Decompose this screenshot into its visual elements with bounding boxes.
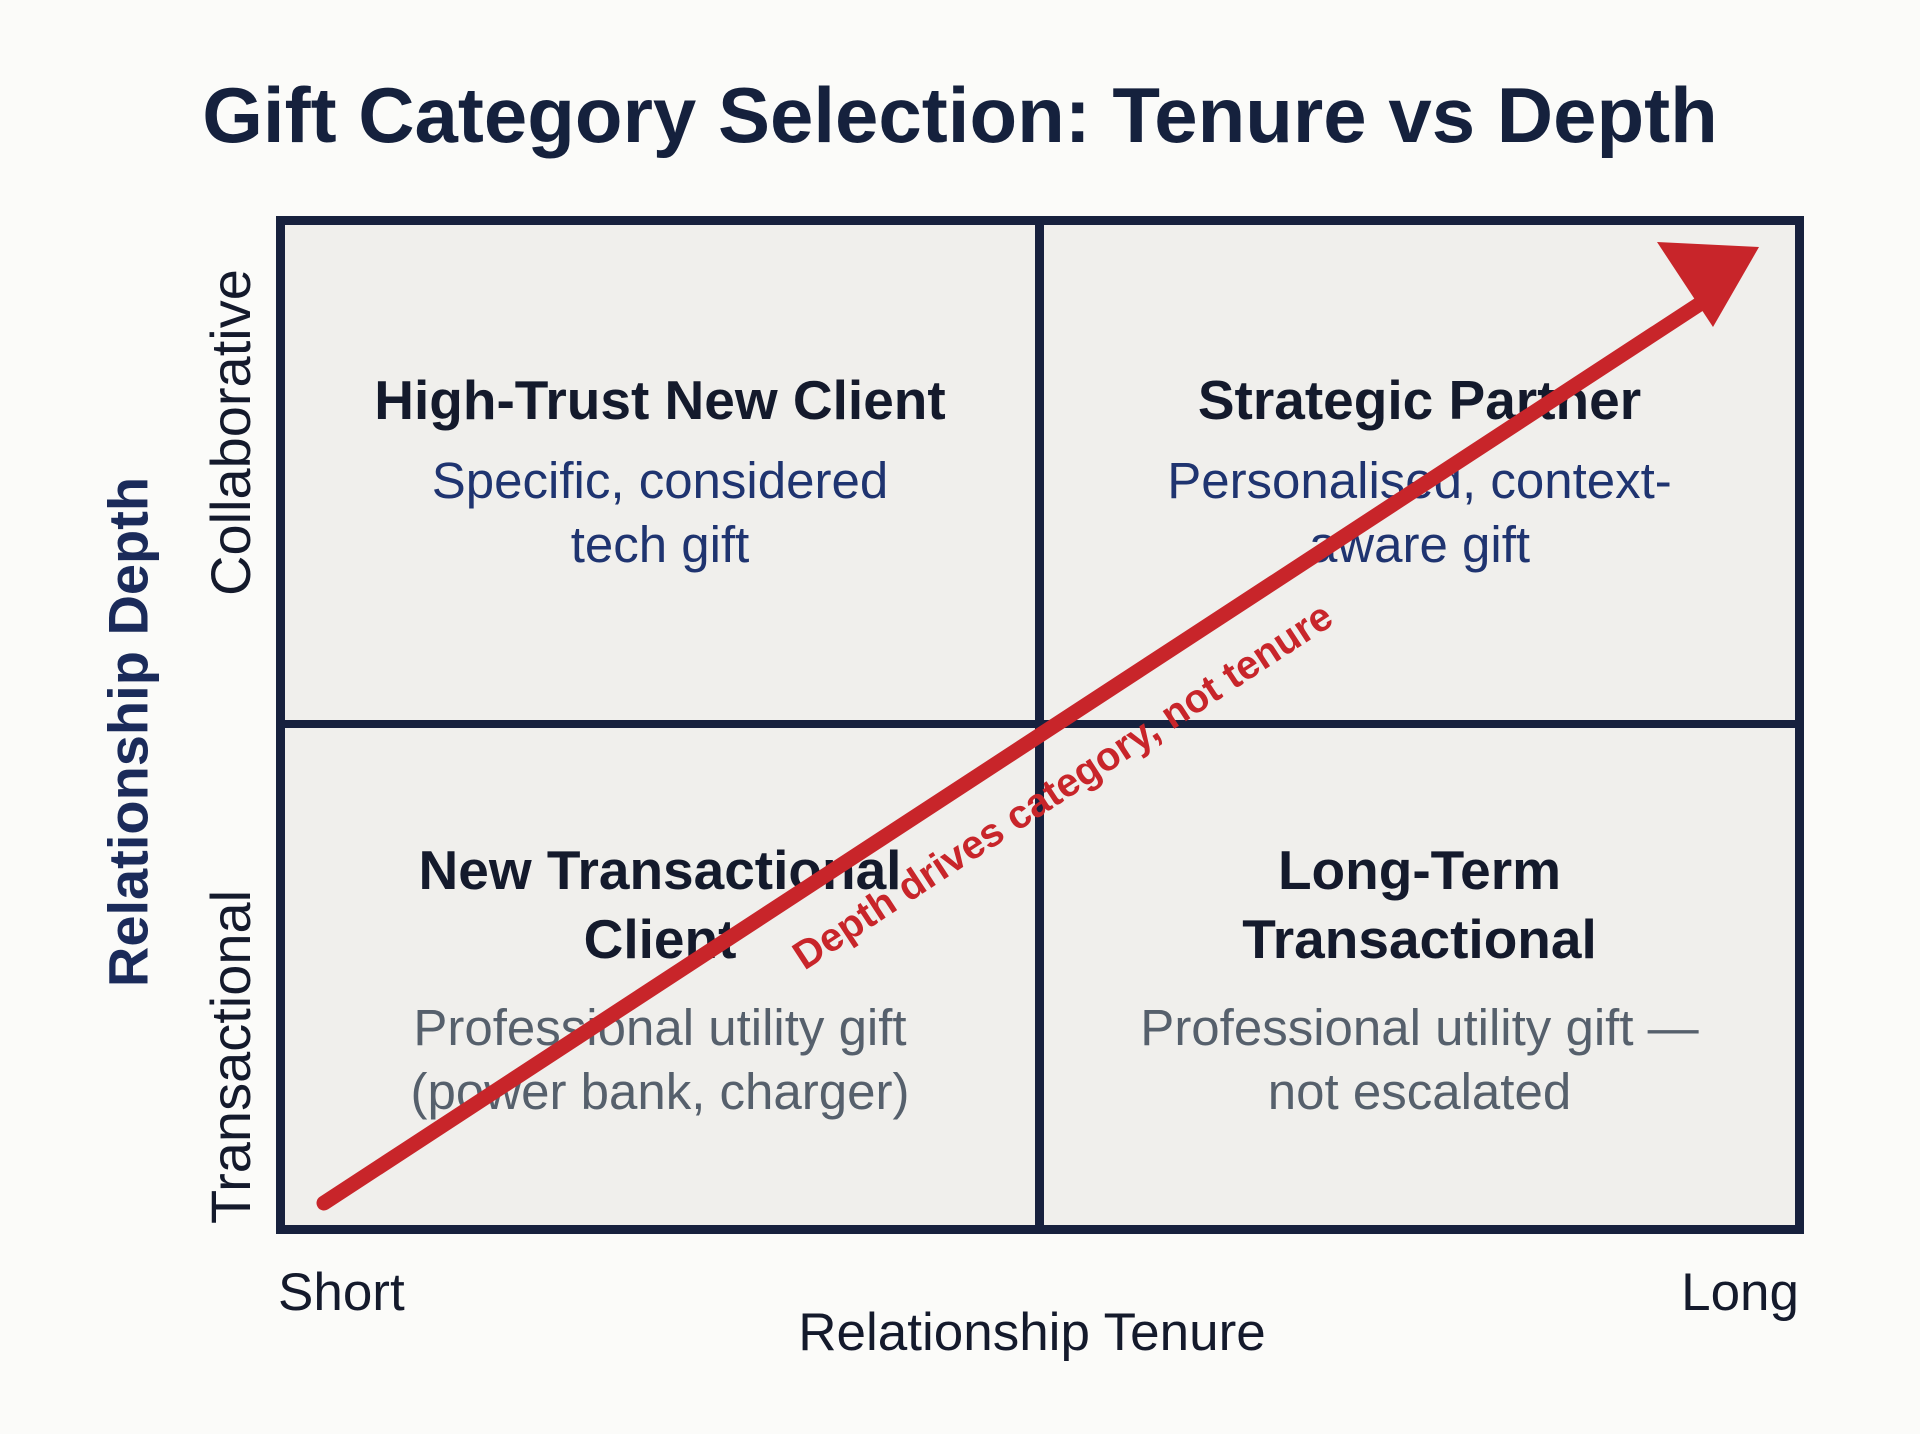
quadrant-title: Strategic Partner xyxy=(1197,369,1642,431)
trend-arrow-shaft xyxy=(316,284,1726,1211)
description-line: not escalated xyxy=(1267,1063,1572,1120)
title-line: Client xyxy=(583,908,737,970)
trend-arrow-label: Depth drives category, not tenure xyxy=(785,594,1340,978)
title-line: Transactional xyxy=(1242,908,1597,970)
description-line: Professional utility gift xyxy=(413,999,907,1056)
quadrant-title: Long-Term Transactional xyxy=(1044,836,1795,974)
quadrant-description: Specific, considered tech gift xyxy=(285,449,1035,577)
quadrant-high-trust-new-client: High-Trust New Client Specific, consider… xyxy=(285,366,1035,577)
title-line: Long-Term xyxy=(1277,839,1562,901)
quadrant-description: Professional utility gift (power bank, c… xyxy=(285,996,1035,1124)
quadrant-title: High-Trust New Client xyxy=(374,369,946,431)
quadrant-long-term-transactional: Long-Term Transactional Professional uti… xyxy=(1044,836,1795,1124)
description-line: aware gift xyxy=(1308,516,1531,573)
x-axis-low-label: Short xyxy=(278,1263,405,1322)
x-axis-title: Relationship Tenure xyxy=(798,1303,1266,1362)
description-line: Professional utility gift — xyxy=(1140,999,1699,1056)
horizontal-divider xyxy=(276,720,1804,728)
x-axis-high-label: Long xyxy=(1681,1263,1799,1322)
chart-title: Gift Category Selection: Tenure vs Depth xyxy=(202,71,1718,159)
quadrant-new-transactional-client: New Transactional Client Professional ut… xyxy=(285,836,1035,1124)
description-line: Specific, considered xyxy=(431,452,889,509)
description-line: tech gift xyxy=(570,516,750,573)
trend-arrow-head xyxy=(1657,242,1759,327)
quadrant-description: Professional utility gift — not escalate… xyxy=(1044,996,1795,1124)
